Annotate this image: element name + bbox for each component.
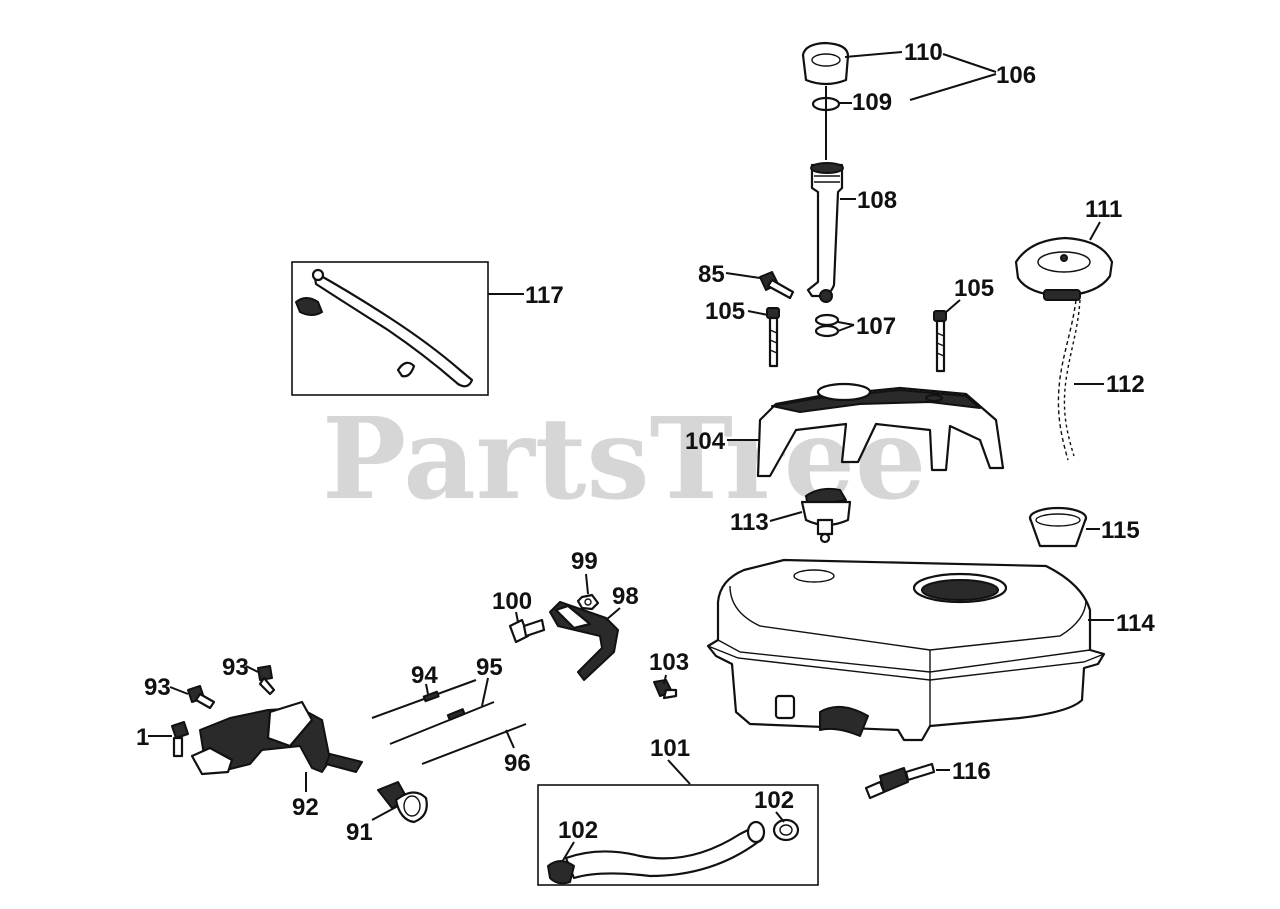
- callout-96: 96: [504, 750, 531, 777]
- hose-clamp-117[interactable]: [295, 297, 323, 316]
- bolt-103[interactable]: [653, 679, 678, 700]
- callout-91: 91: [346, 819, 373, 846]
- clip-117[interactable]: [396, 361, 416, 378]
- callout-labels: 110 106 109 108 111 85 105 105 107 112 1…: [136, 39, 1155, 846]
- callout-106: 106: [996, 62, 1036, 89]
- callout-115: 115: [1101, 517, 1140, 544]
- hose-clamp-102-right[interactable]: [772, 818, 800, 842]
- callout-102-right: 102: [754, 787, 794, 814]
- bracket-98[interactable]: [549, 601, 619, 681]
- hose-clamp-102-left[interactable]: [547, 860, 575, 885]
- control-bracket-92[interactable]: [190, 700, 363, 776]
- callout-117: 117: [525, 282, 564, 309]
- o-ring-lower[interactable]: [814, 324, 840, 338]
- nut-99[interactable]: [576, 593, 600, 611]
- bolt-105-left[interactable]: [766, 307, 780, 368]
- fuel-cap[interactable]: [1014, 236, 1114, 301]
- callout-100: 100: [492, 588, 532, 615]
- fuel-line-117[interactable]: [312, 270, 474, 388]
- callout-114: 114: [1116, 610, 1155, 637]
- bolt-85[interactable]: [759, 271, 795, 300]
- callout-107: 107: [856, 313, 896, 340]
- cable-95[interactable]: [389, 701, 495, 745]
- kit-box-101: [537, 784, 819, 886]
- knob-91[interactable]: [377, 781, 428, 824]
- callout-105-left: 105: [705, 298, 745, 325]
- callout-93-upper: 93: [222, 654, 249, 681]
- dipstick-tube[interactable]: [806, 163, 844, 298]
- bolt-100[interactable]: [508, 618, 546, 644]
- bolt-105-right[interactable]: [933, 310, 947, 373]
- callout-112: 112: [1106, 371, 1145, 398]
- cable-94[interactable]: [371, 679, 477, 719]
- callout-110: 110: [904, 39, 943, 66]
- callout-95: 95: [476, 654, 503, 681]
- callout-113: 113: [730, 509, 769, 536]
- callout-99: 99: [571, 548, 598, 575]
- dipstick-assembly[interactable]: [801, 41, 850, 338]
- fuel-shutoff-valve[interactable]: [800, 487, 852, 544]
- fuel-tank-shroud[interactable]: [756, 382, 1005, 478]
- bolt-93-lower[interactable]: [187, 685, 216, 710]
- o-ring-upper[interactable]: [814, 313, 840, 327]
- callout-102-left: 102: [558, 817, 598, 844]
- callout-93-lower: 93: [144, 674, 171, 701]
- callout-92: 92: [292, 794, 319, 821]
- kit-box-117: [291, 261, 489, 396]
- callout-98: 98: [612, 583, 639, 610]
- fuel-tank[interactable]: [706, 558, 1106, 742]
- callout-108: 108: [857, 187, 897, 214]
- callout-105-right: 105: [954, 275, 994, 302]
- callout-94: 94: [411, 662, 438, 689]
- callout-104: 104: [685, 428, 726, 455]
- fuel-fitting-116[interactable]: [864, 762, 936, 800]
- dipstick-cap[interactable]: [801, 41, 850, 86]
- callout-109: 109: [852, 89, 892, 116]
- callout-101: 101: [650, 735, 690, 762]
- bolt-93-upper[interactable]: [257, 665, 276, 696]
- fuel-strainer[interactable]: [1028, 506, 1088, 548]
- callout-111: 111: [1085, 196, 1122, 223]
- bolt-1[interactable]: [171, 721, 189, 758]
- cable-96[interactable]: [421, 723, 527, 765]
- callout-85: 85: [698, 261, 725, 288]
- callout-116: 116: [952, 758, 991, 785]
- fuel-cap-chain[interactable]: [1057, 299, 1081, 461]
- callout-103: 103: [649, 649, 689, 676]
- callout-1: 1: [136, 724, 149, 751]
- leader-lines: [148, 51, 1114, 863]
